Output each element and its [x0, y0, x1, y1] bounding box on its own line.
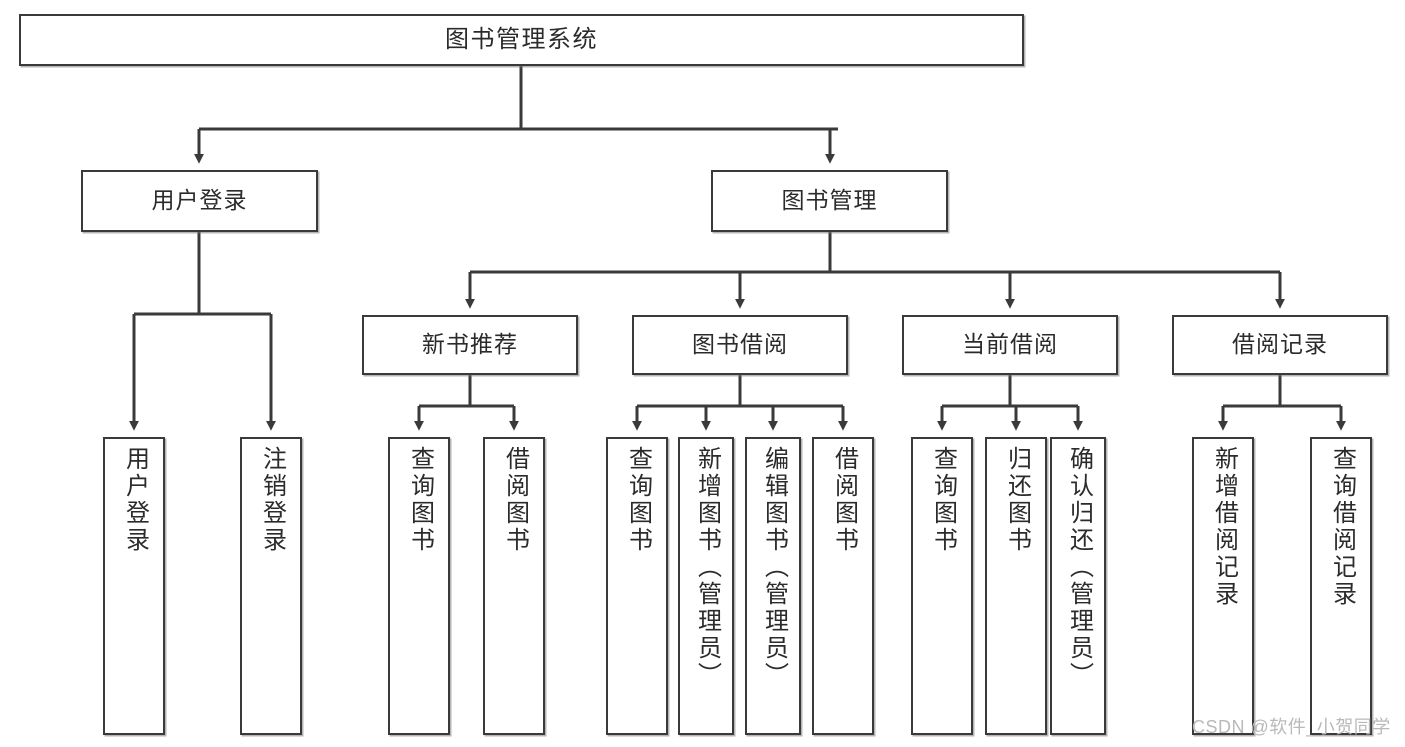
node-new-book-recommend-label: 新书推荐	[422, 331, 518, 358]
leaf-record-add-record[interactable]: 新增借阅记录	[1192, 437, 1254, 735]
leaf-newbook-borrow-book[interactable]: 借阅图书	[483, 437, 545, 735]
node-borrow-record-label: 借阅记录	[1232, 331, 1328, 358]
leaf-borrow-borrow-book[interactable]: 借阅图书	[812, 437, 874, 735]
leaf-record-add-record-label: 新增借阅记录	[1210, 446, 1238, 608]
leaf-newbook-borrow-book-label: 借阅图书	[501, 446, 529, 554]
node-current-borrow-label: 当前借阅	[962, 331, 1058, 358]
leaf-borrow-query-book[interactable]: 查询图书	[606, 437, 668, 735]
leaf-user-login-label: 用户登录	[121, 446, 149, 554]
node-book-borrow-label: 图书借阅	[692, 331, 788, 358]
leaf-current-return-book-label: 归还图书	[1003, 446, 1031, 554]
leaf-borrow-edit-book-admin[interactable]: 编辑图书（管理员）	[745, 437, 801, 735]
leaf-current-query-book-label: 查询图书	[929, 446, 957, 554]
node-root-label: 图书管理系统	[445, 25, 598, 53]
leaf-borrow-add-book-admin[interactable]: 新增图书（管理员）	[678, 437, 734, 735]
leaf-record-query-record-label: 查询借阅记录	[1328, 446, 1356, 608]
leaf-current-confirm-return-admin[interactable]: 确认归还（管理员）	[1050, 437, 1106, 735]
node-book-manage-label: 图书管理	[781, 187, 878, 214]
leaf-borrow-edit-book-admin-label: 编辑图书（管理员）	[760, 446, 788, 689]
leaf-user-logout-label: 注销登录	[258, 446, 286, 554]
leaf-record-query-record[interactable]: 查询借阅记录	[1310, 437, 1372, 735]
node-book-borrow[interactable]: 图书借阅	[632, 315, 848, 375]
node-book-manage[interactable]: 图书管理	[711, 170, 948, 232]
leaf-borrow-borrow-book-label: 借阅图书	[830, 446, 858, 554]
leaf-user-logout[interactable]: 注销登录	[240, 437, 302, 735]
node-current-borrow[interactable]: 当前借阅	[902, 315, 1118, 375]
leaf-current-query-book[interactable]: 查询图书	[911, 437, 973, 735]
leaf-current-confirm-return-admin-label: 确认归还（管理员）	[1065, 446, 1093, 689]
leaf-borrow-query-book-label: 查询图书	[624, 446, 652, 554]
node-borrow-record[interactable]: 借阅记录	[1172, 315, 1388, 375]
node-root[interactable]: 图书管理系统	[19, 14, 1024, 66]
node-user-login[interactable]: 用户登录	[81, 170, 318, 232]
leaf-newbook-query-book-label: 查询图书	[406, 446, 434, 554]
leaf-user-login[interactable]: 用户登录	[103, 437, 165, 735]
node-user-login-label: 用户登录	[151, 187, 248, 214]
leaf-newbook-query-book[interactable]: 查询图书	[388, 437, 450, 735]
leaf-current-return-book[interactable]: 归还图书	[985, 437, 1047, 735]
node-new-book-recommend[interactable]: 新书推荐	[362, 315, 578, 375]
leaf-borrow-add-book-admin-label: 新增图书（管理员）	[693, 446, 721, 689]
